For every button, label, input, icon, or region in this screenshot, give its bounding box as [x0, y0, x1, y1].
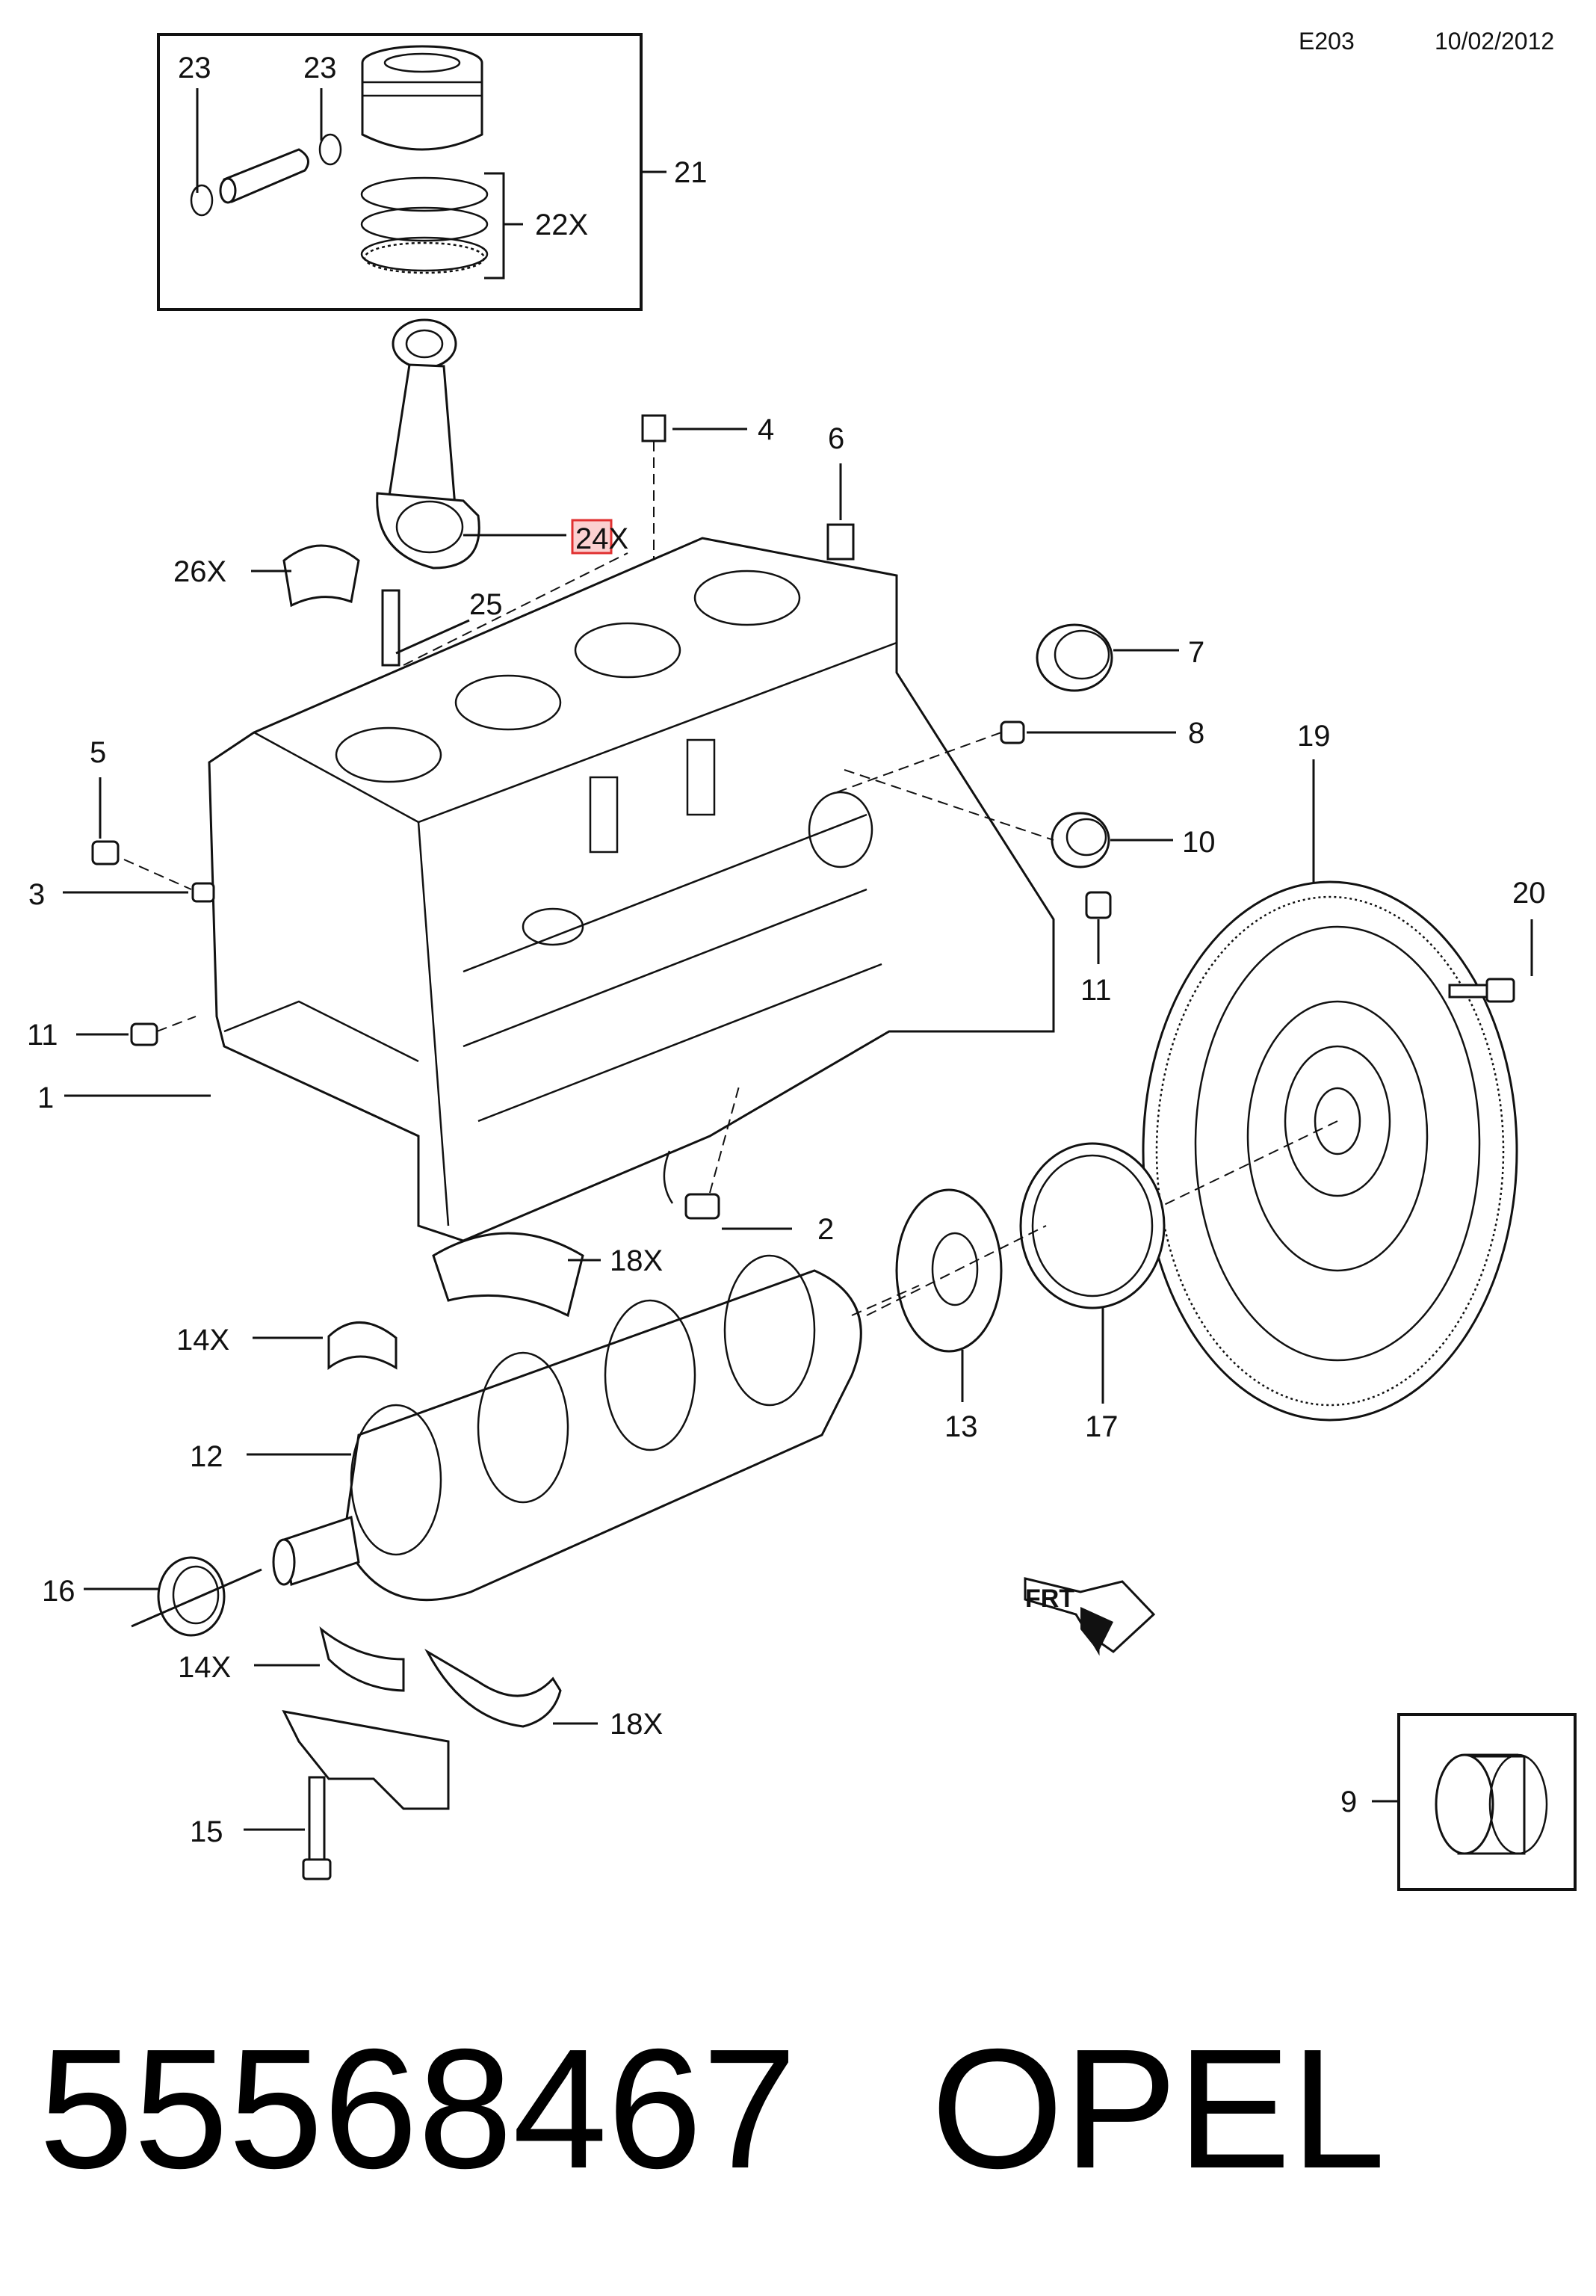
thrust-bearing-upper-drawing: [327, 1321, 398, 1370]
diagram-code: E203: [1299, 28, 1355, 55]
piston-drawing: [361, 45, 483, 151]
callout-7: 7: [1188, 636, 1204, 669]
engine-block-drawing: [208, 537, 1055, 1242]
callout-12: 12: [190, 1440, 223, 1473]
callout-20: 20: [1512, 877, 1546, 910]
plug-11-left-drawing: [130, 1022, 158, 1046]
part-number: 55568467: [39, 2014, 797, 2204]
callout-5: 5: [90, 736, 106, 769]
callout-17: 17: [1085, 1410, 1119, 1443]
callout-24x: 24X: [575, 522, 628, 555]
cap-bolt-15-drawing: [302, 1776, 332, 1880]
diagram-date: 10/02/2012: [1435, 28, 1554, 55]
callout-18x-upper: 18X: [610, 1244, 663, 1277]
callout-11-left: 11: [27, 1019, 58, 1052]
callout-19: 19: [1297, 720, 1331, 753]
callout-14x-upper: 14X: [176, 1324, 229, 1357]
callout-10: 10: [1182, 826, 1216, 859]
bearing-cap-drawing: [282, 1709, 450, 1810]
piston-kit-group: [157, 33, 666, 311]
callout-23-right: 23: [303, 52, 337, 84]
callout-14x-lower: 14X: [178, 1651, 231, 1684]
bearing-sleeve-9-group: [1397, 1713, 1577, 1891]
sensor-2-drawing: [663, 1150, 720, 1220]
circlip-right: [318, 133, 342, 166]
callout-15: 15: [190, 1815, 223, 1848]
callout-21: 21: [674, 156, 708, 189]
callout-2: 2: [817, 1213, 834, 1246]
callout-11-right: 11: [1080, 974, 1112, 1007]
callout-22x: 22X: [535, 209, 588, 241]
svg-text:FRT: FRT: [1025, 1584, 1074, 1613]
rear-seal-17-drawing: [1019, 1142, 1166, 1309]
dowel-4-drawing: [641, 414, 666, 442]
callout-25: 25: [469, 588, 503, 621]
front-direction-arrow-icon: FRT: [1024, 1577, 1156, 1656]
plug-11-right-drawing: [1085, 891, 1112, 919]
front-seal-16-drawing: [157, 1556, 226, 1637]
brand-name: OPEL: [931, 2014, 1385, 2204]
flywheel-drawing: [1142, 880, 1518, 1422]
piston-rings-drawing: [360, 176, 489, 274]
main-bearing-lower-drawing: [424, 1649, 562, 1728]
circlip-left: [190, 184, 214, 217]
callout-1: 1: [37, 1081, 54, 1114]
crankshaft-drawing: [272, 1254, 862, 1602]
plug-8-drawing: [1000, 720, 1025, 744]
cap-7-drawing: [1036, 623, 1113, 692]
callout-18x-lower: 18X: [610, 1708, 663, 1741]
callout-9: 9: [1340, 1786, 1357, 1818]
main-bearing-upper-drawing: [432, 1232, 584, 1318]
sleeve-6-drawing: [826, 523, 855, 561]
reluctor-13-drawing: [895, 1188, 1003, 1353]
callout-26x: 26X: [173, 555, 226, 588]
plug-3-drawing: [191, 882, 215, 903]
conrod-bearing-drawing: [282, 544, 360, 608]
callout-8: 8: [1188, 717, 1204, 750]
seal-10-drawing: [1051, 812, 1110, 868]
piston-pin-drawing: [219, 148, 309, 204]
callout-6: 6: [828, 422, 844, 455]
flywheel-bolt-drawing: [1448, 978, 1515, 1003]
callout-16: 16: [42, 1575, 75, 1608]
callout-13: 13: [944, 1410, 978, 1443]
callout-3: 3: [28, 878, 45, 911]
thrust-bearing-lower-drawing: [319, 1626, 405, 1692]
callout-23-left: 23: [178, 52, 211, 84]
connecting-rod-drawing: [376, 318, 480, 667]
callout-4: 4: [758, 413, 774, 446]
plug-5-drawing: [91, 840, 120, 865]
callout-24x-highlight: [571, 519, 613, 555]
